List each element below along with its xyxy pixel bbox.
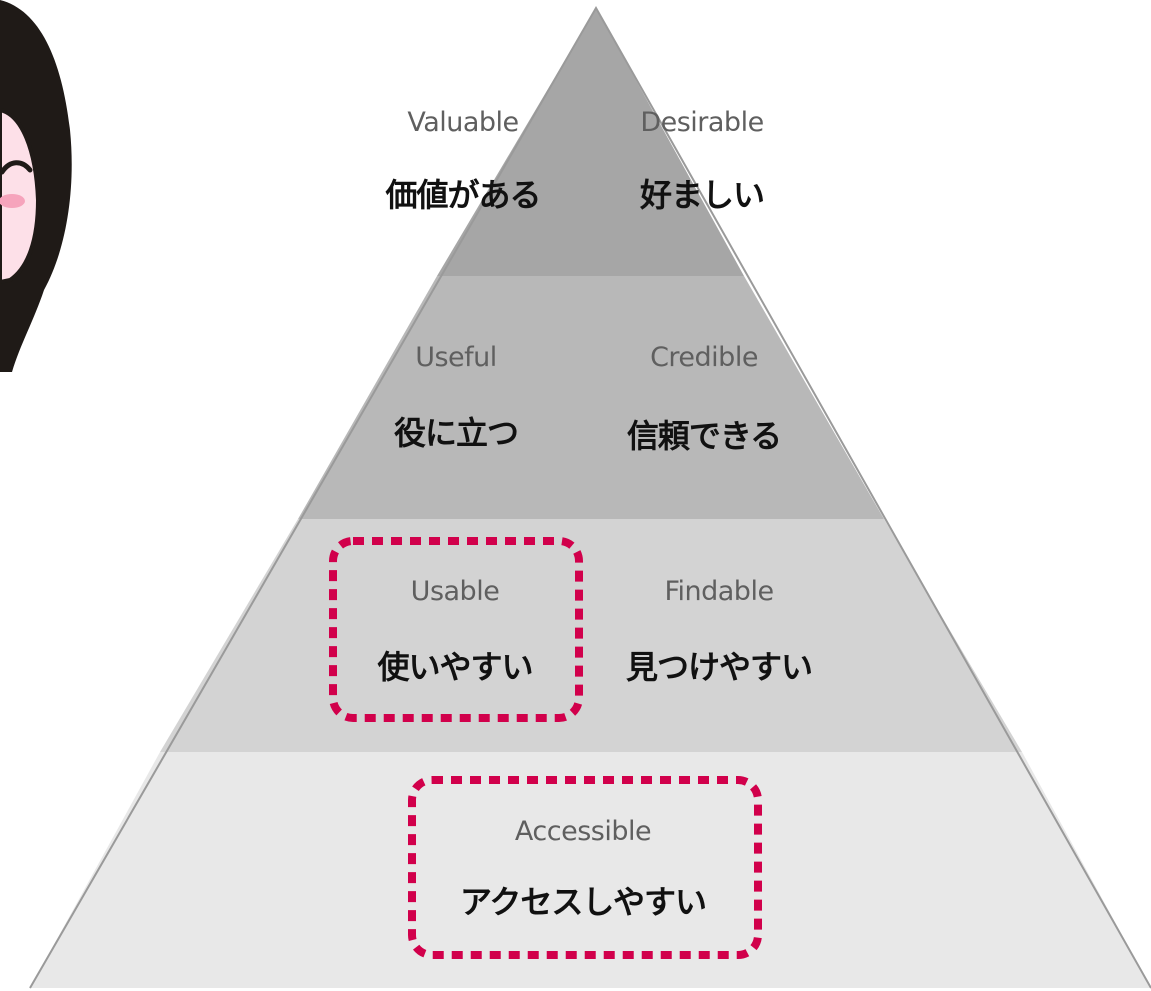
label-findable-jp: 見つけやすい <box>625 648 813 686</box>
label-accessible-jp: アクセスしやすい <box>459 883 707 921</box>
pyramid-tier-2 <box>298 276 884 519</box>
label-valuable-jp: 価値がある <box>385 176 541 214</box>
highlight-box-usable <box>329 537 583 722</box>
pyramid-tier-4 <box>30 752 1151 988</box>
highlight-box-accessible <box>408 776 762 959</box>
pyramid-tier-3 <box>160 519 1022 752</box>
label-accessible-en: Accessible <box>514 816 652 847</box>
character-illustration <box>0 0 72 372</box>
label-useful-jp: 役に立つ <box>393 414 519 452</box>
label-credible-en: Credible <box>650 342 758 373</box>
label-desirable-en: Desirable <box>640 107 764 138</box>
pyramid-outline <box>29 5 1151 989</box>
label-desirable-jp: 好ましい <box>639 176 765 214</box>
label-valuable-en: Valuable <box>407 107 519 138</box>
label-usable-en: Usable <box>410 576 500 607</box>
label-usable-jp: 使いやすい <box>377 648 533 686</box>
pyramid-tier-1 <box>437 8 744 276</box>
label-findable-en: Findable <box>664 576 774 607</box>
label-useful-en: Useful <box>415 342 497 373</box>
label-credible-jp: 信頼できる <box>626 417 782 455</box>
